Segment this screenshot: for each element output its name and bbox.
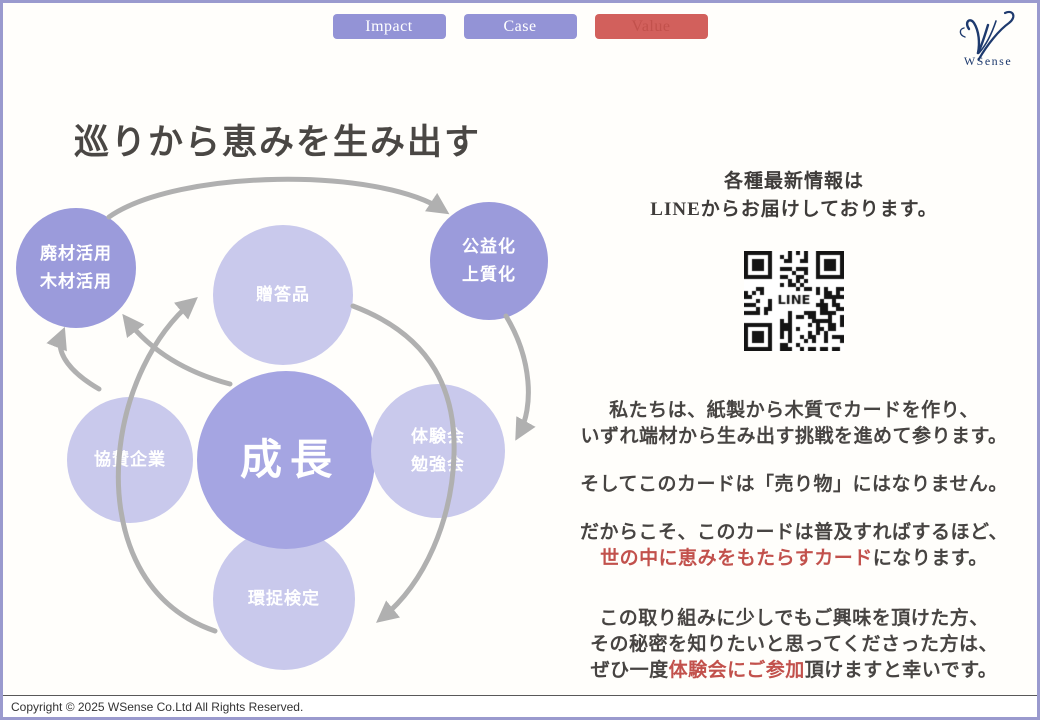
paragraph-3: だからこそ、このカードは普及すればするほど、世の中に恵みをもたらすカードになりま…	[579, 522, 1009, 570]
message-paragraphs: 私たちは、紙製から木質でカードを作り、いずれ端材から生み出す挑戦を進めて参ります…	[548, 398, 1037, 684]
line-heading-line1: 各種最新情報は	[723, 171, 864, 192]
line-qr-code	[744, 251, 844, 352]
wsense-logo-text: WSense	[964, 54, 1012, 68]
footer: Copyright © 2025 WSense Co.Ltd All Right…	[3, 695, 1037, 717]
diagram-node-hazai: 廃材活用木材活用	[16, 208, 136, 328]
diagram-node-seicho: 成長	[197, 371, 375, 549]
line-heading-line2: LINEからお届けしております。	[650, 198, 938, 220]
diagram-node-taiken: 体験会勉強会	[371, 384, 505, 518]
top-nav: Impact Case Value	[3, 14, 1037, 39]
wsense-logo-mark: WSense	[959, 10, 1015, 68]
paragraph-1: 私たちは、紙製から木質でカードを作り、いずれ端材から生み出す挑戦を進めて参ります…	[580, 400, 1008, 448]
nav-button-impact[interactable]: Impact	[332, 14, 446, 39]
paragraph-2: そしてこのカードは「売り物」にはなりません。	[580, 474, 1008, 496]
paragraph-4: この取り組みに少しでもご興味を頂けた方、その秘密を知りたいと思ってくださった方は…	[590, 608, 998, 682]
diagram-node-zotohin: 贈答品	[213, 225, 353, 365]
nav-button-value[interactable]: Value	[594, 14, 708, 39]
copyright-text: Copyright © 2025 WSense Co.Ltd All Right…	[11, 699, 304, 714]
page-title: 巡りから恵みを生み出す	[74, 123, 482, 163]
arrow-seicho-to-hazai	[122, 313, 233, 387]
line-heading: 各種最新情報は LINEからお届けしております。	[548, 168, 1037, 223]
arrow-koeki-to-taiken	[503, 313, 536, 441]
info-column: 各種最新情報は LINEからお届けしております。 私たちは、紙製から木質でカード…	[548, 168, 1037, 706]
arrow-hazai-to-koeki	[106, 176, 450, 220]
qr-canvas	[744, 251, 844, 352]
diagram-node-kyosan: 協賛企業	[67, 397, 193, 523]
diagram-node-koeki: 公益化上質化	[430, 202, 548, 320]
wsense-logo[interactable]: WSense	[949, 7, 1027, 74]
arrow-kyosan-to-hazai	[46, 326, 102, 392]
nav-button-case[interactable]: Case	[463, 14, 577, 39]
diagram-node-kankyo: 環捉検定	[213, 528, 355, 670]
cycle-diagram: 贈答品環捉検定成長協賛企業 体験会勉強会 廃材活用木材活用 公益化上質化	[3, 163, 563, 693]
